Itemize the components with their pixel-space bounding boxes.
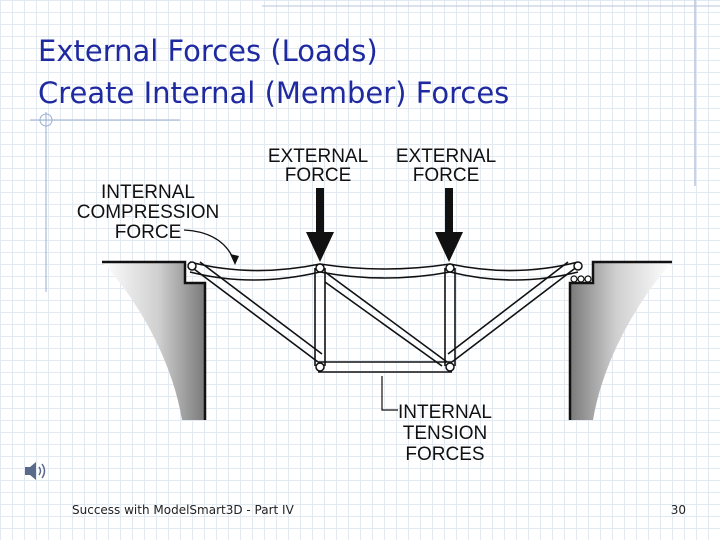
joint-bottom-left — [315, 362, 325, 372]
compression-label-line-1: INTERNAL — [101, 182, 195, 203]
tension-label-line-3: FORCES — [405, 444, 484, 465]
crosshair-icon — [39, 113, 53, 127]
joint-left-support — [187, 261, 197, 271]
page-number: 30 — [670, 503, 686, 517]
tension-label-line-1: INTERNAL — [398, 402, 492, 423]
compression-leader-line — [183, 229, 235, 261]
title-line-2: Create Internal (Member) Forces — [38, 76, 510, 110]
right-roller-support — [570, 275, 592, 283]
external-force-left-line-1: EXTERNAL — [268, 146, 368, 167]
external-force-right-line-1: EXTERNAL — [396, 146, 496, 167]
right-abutment — [568, 260, 672, 420]
joint-bottom-right — [445, 362, 455, 372]
compression-label-line-2: COMPRESSION — [77, 202, 220, 223]
joint-right-support — [573, 261, 583, 271]
right-vertical-member — [444, 268, 456, 366]
tension-leader-line — [381, 376, 398, 411]
tension-label-line-2: TENSION — [403, 423, 487, 444]
truss-joints — [187, 261, 583, 372]
bottom-chord — [318, 361, 452, 373]
footer-text: Success with ModelSmart3D - Part IV — [72, 503, 294, 517]
title-line-1: External Forces (Loads) — [38, 34, 378, 68]
compression-leader-arrowhead — [230, 254, 239, 265]
joint-top-left — [315, 263, 325, 273]
compression-label-line-3: FORCE — [115, 222, 182, 243]
left-vertical-member — [314, 268, 326, 366]
top-chord — [189, 261, 579, 281]
slide-title: External Forces (Loads) Create Internal … — [38, 30, 678, 114]
left-abutment — [102, 260, 207, 420]
external-force-right-line-2: FORCE — [413, 165, 480, 186]
external-force-left-line-2: FORCE — [285, 165, 352, 186]
right-outer-diagonal — [447, 261, 579, 363]
external-force-arrow-right — [435, 188, 463, 262]
left-outer-diagonal — [189, 261, 323, 363]
joint-top-right — [445, 263, 455, 273]
speaker-icon[interactable] — [22, 458, 48, 484]
center-diagonal-member — [324, 271, 448, 367]
external-force-arrow-left — [306, 188, 334, 262]
